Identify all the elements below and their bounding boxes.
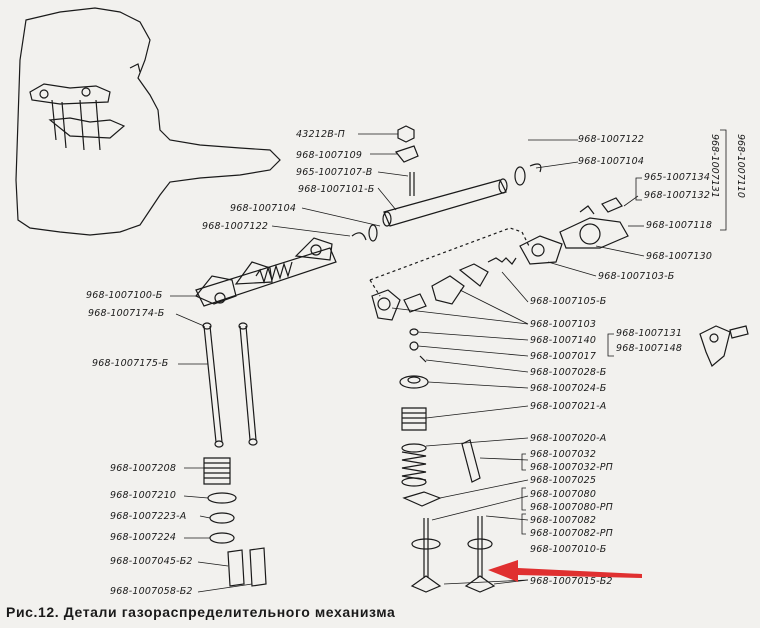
rocker-shaft-assembly <box>195 237 337 307</box>
part-label: 968-1007103-Б <box>598 271 675 282</box>
rocker-shaft <box>382 178 508 227</box>
washer-210 <box>207 492 237 504</box>
part-label: 968-1007224 <box>110 532 177 543</box>
part-label: 968-1007010-Б <box>530 544 607 555</box>
intake-valve <box>410 518 442 593</box>
spring-seat <box>402 491 442 507</box>
rocker-far-right <box>699 325 749 367</box>
ball-nut <box>409 341 419 351</box>
rocker-middle <box>371 235 563 321</box>
part-label: 968-1007104 <box>578 156 645 167</box>
part-label: 968-1007210 <box>110 490 177 501</box>
nut-and-bracket <box>394 125 419 196</box>
part-label: 968-1007131 <box>616 328 683 339</box>
part-label: 968-1007105-Б <box>530 296 607 307</box>
part-label: 968-1007118 <box>646 220 713 231</box>
part-label: 968-1007103 <box>530 319 597 330</box>
red-arrow <box>488 560 642 582</box>
outer-valve-spring <box>401 407 427 431</box>
spring-clip-right <box>529 163 542 173</box>
vertical-part-label: 968-1007110 <box>735 134 746 198</box>
part-label: 968-1007082-РП <box>530 528 613 539</box>
part-label: 968-1007017 <box>530 351 597 362</box>
washer-223 <box>209 512 235 524</box>
part-label: 968-1007223-А <box>110 511 187 522</box>
part-label: 968-1007132 <box>644 190 711 201</box>
part-label: 968-1007058-Б2 <box>110 586 193 597</box>
valve-guide <box>461 439 481 483</box>
washer-224 <box>209 532 235 544</box>
vertical-part-label: 968-1007131 <box>709 134 720 198</box>
part-label: 965-1007107-В <box>296 167 373 178</box>
part-label: 968-1007130 <box>646 251 713 262</box>
figure-caption: Рис.12. Детали газораспределительного ме… <box>6 604 396 620</box>
part-label: 968-1007080-РП <box>530 502 613 513</box>
part-label: 43212В-П <box>296 129 345 140</box>
part-label: 968-1007140 <box>530 335 597 346</box>
small-washer <box>409 328 419 336</box>
leader-lines <box>170 129 727 593</box>
part-label: 968-1007174-Б <box>88 308 165 319</box>
part-label: 968-1007021-А <box>530 401 607 412</box>
part-label: 968-1007080 <box>530 489 597 500</box>
washer-left <box>368 224 378 242</box>
spring-clip-left <box>351 232 367 241</box>
pushrods <box>202 322 258 448</box>
part-label: 968-1007100-Б <box>86 290 163 301</box>
rocker-right <box>559 205 629 249</box>
lower-spring <box>203 457 231 485</box>
part-label: 968-1007045-Б2 <box>110 556 193 567</box>
part-label: 965-1007134 <box>644 172 711 183</box>
part-label: 968-1007015-Б2 <box>530 576 613 587</box>
tappet-045 <box>227 549 245 587</box>
inner-valve-spring <box>401 443 427 487</box>
part-label: 968-1007020-А <box>530 433 607 444</box>
tappet-058 <box>249 547 267 587</box>
engine-block-silhouette <box>15 7 281 236</box>
part-label: 968-1007122 <box>202 221 269 232</box>
valve-spring-retainer <box>399 375 429 389</box>
part-label: 968-1007082 <box>530 515 597 526</box>
part-label: 968-1007175-Б <box>92 358 169 369</box>
exhaust-valve <box>464 516 496 593</box>
part-label: 968-1007104 <box>230 203 297 214</box>
part-label: 968-1007208 <box>110 463 177 474</box>
washer-right <box>514 166 526 186</box>
small-clip <box>419 355 427 363</box>
assembly-outline <box>369 227 531 297</box>
part-label: 968-1007024-Б <box>530 383 607 394</box>
part-label: 968-1007148 <box>616 343 683 354</box>
part-label: 968-1007122 <box>578 134 645 145</box>
adjusting-screw <box>601 197 623 213</box>
part-label: 968-1007028-Б <box>530 367 607 378</box>
block-rocker-arms <box>29 83 126 151</box>
part-label: 968-1007101-Б <box>298 184 375 195</box>
part-label: 968-1007109 <box>296 150 363 161</box>
part-label: 968-1007032-РП <box>530 462 613 473</box>
part-label: 968-1007032 <box>530 449 597 460</box>
part-label: 968-1007025 <box>530 475 597 486</box>
